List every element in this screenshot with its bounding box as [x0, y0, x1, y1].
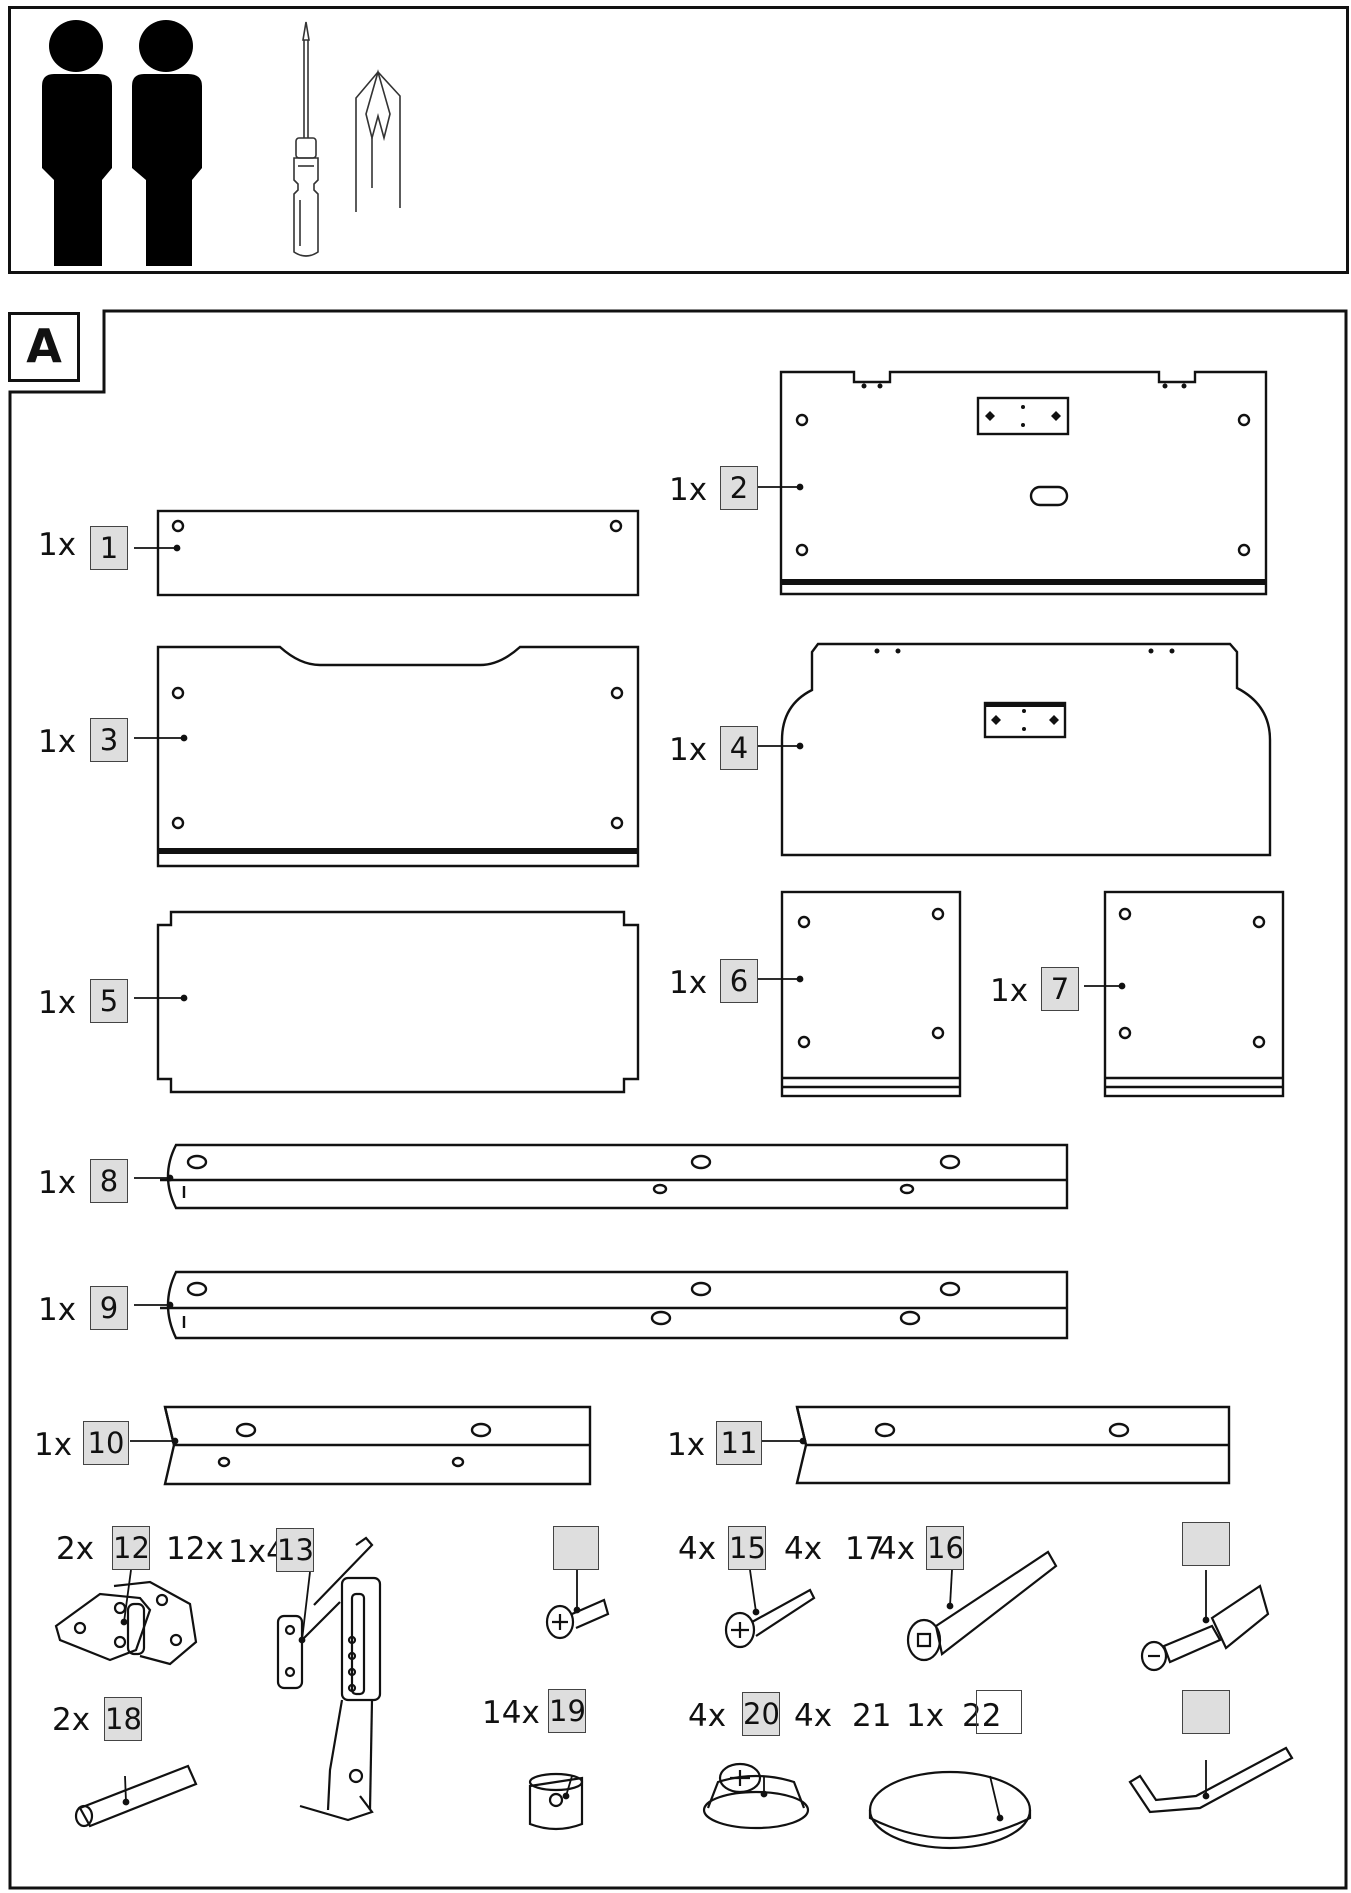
panel-4-drawing: [780, 642, 1272, 857]
part-12-number: 12: [112, 1526, 150, 1570]
panel-3-number: 3: [90, 718, 128, 762]
part-18-number: 18: [104, 1697, 142, 1741]
screw-15-drawing: [724, 1588, 816, 1649]
panel-9-drawing: [166, 1270, 1069, 1340]
panel-9-number: 9: [90, 1286, 128, 1330]
part-16-prefix: 17: [845, 1531, 885, 1567]
panel-3-drawing: [156, 645, 640, 868]
part-23-number-box: [1182, 1690, 1230, 1734]
part-20-extra-qty: 4x: [794, 1698, 833, 1734]
part-22-qty: 1x: [906, 1698, 945, 1734]
panel-2-qty: 1x: [669, 472, 708, 508]
panel-9-qty: 1x: [38, 1292, 77, 1328]
panel-7-drawing: [1103, 890, 1285, 1098]
part-12-extra-qty: 12x: [166, 1531, 224, 1567]
part-22-number-box: [976, 1690, 1022, 1734]
phillips-bit-icon: [355, 69, 401, 212]
panel-6-drawing: [780, 890, 962, 1098]
bolt-16-drawing: [906, 1550, 1058, 1662]
panel-10-number: 10: [83, 1421, 129, 1465]
part-12-qty: 2x: [56, 1531, 95, 1567]
section-letter: A: [8, 312, 80, 382]
panel-11-qty: 1x: [667, 1427, 706, 1463]
panel-1-qty: 1x: [38, 527, 77, 563]
part-19-qty: 14x: [482, 1695, 540, 1731]
allen-key-22-drawing: [1128, 1746, 1294, 1814]
part-19-number: 19: [548, 1689, 586, 1733]
panel-2-number: 2: [720, 466, 758, 510]
panel-4-qty: 1x: [669, 732, 708, 768]
panel-3-qty: 1x: [38, 724, 77, 760]
screwdriver-icon: [293, 21, 319, 257]
screw-14-drawing: [545, 1598, 610, 1640]
part-16-qty: 4x: [877, 1531, 916, 1567]
part-16-number: 16: [926, 1526, 964, 1570]
part-18-qty: 2x: [52, 1702, 91, 1738]
part-22-number-text: 22: [962, 1698, 1002, 1734]
part-20-qty: 4x: [688, 1698, 727, 1734]
cam-bolt-17-drawing: [1140, 1584, 1270, 1672]
panel-2-drawing: [779, 370, 1268, 596]
dowel-18-drawing: [74, 1764, 198, 1828]
part-17-number-box: [1182, 1522, 1230, 1566]
panel-6-number: 6: [720, 959, 758, 1003]
panel-8-number: 8: [90, 1159, 128, 1203]
panel-5-drawing: [156, 910, 640, 1094]
panel-6-qty: 1x: [669, 965, 708, 1001]
panel-8-drawing: [166, 1143, 1069, 1210]
tools-header-frame: [8, 6, 1349, 274]
panel-4-number: 4: [720, 726, 758, 770]
cam-lock-20-drawing: [702, 1762, 810, 1830]
barrel-nut-19-drawing: [528, 1772, 584, 1831]
panel-11-number: 11: [716, 1421, 762, 1465]
part-15-extra-qty: 4x: [784, 1531, 823, 1567]
panel-10-qty: 1x: [34, 1427, 73, 1463]
panel-1-number: 1: [90, 526, 128, 570]
part-20-number: 20: [742, 1692, 780, 1736]
part-15-number: 15: [728, 1526, 766, 1570]
two-people-icon: [42, 20, 202, 266]
panel-5-number: 5: [90, 979, 128, 1023]
panel-7-number: 7: [1041, 967, 1079, 1011]
part-14-number-box: [553, 1526, 599, 1570]
lid-support-13-drawing: [276, 1536, 382, 1822]
part-13-number: 13: [276, 1528, 314, 1572]
part-21-number: 21: [852, 1698, 892, 1734]
panel-1-drawing: [156, 509, 640, 597]
panel-7-qty: 1x: [990, 973, 1029, 1009]
panel-8-qty: 1x: [38, 1165, 77, 1201]
panel-5-qty: 1x: [38, 985, 77, 1021]
part-15-qty: 4x: [678, 1531, 717, 1567]
disc-21-drawing: [868, 1770, 1032, 1850]
